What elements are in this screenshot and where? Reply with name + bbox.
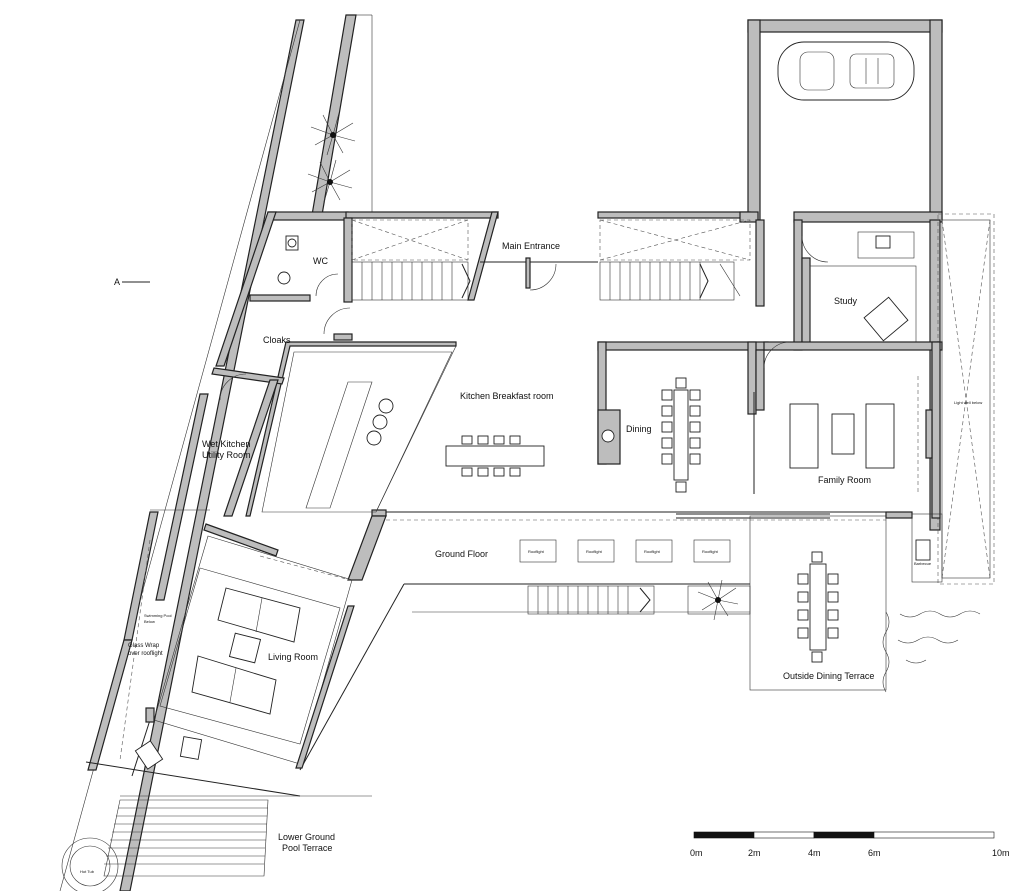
scale-tick-label: 6m (868, 848, 881, 858)
swimming-pool-label: Swimming Pool (144, 613, 172, 618)
scale-bar-labels: 0m 2m 4m 6m 10m (690, 848, 1010, 858)
ground-floor-label: Ground Floor (435, 549, 488, 559)
rooflights (519, 539, 731, 563)
glass-wrap-label-2: over rooflight (128, 651, 163, 657)
ground-floor-terrace (299, 511, 886, 771)
terrace-staircase (527, 585, 655, 615)
swimming-pool-label-2: Below (144, 619, 155, 624)
planting-area (882, 610, 981, 693)
family-room (755, 341, 943, 519)
main-entrance-label: Main Entrance (502, 241, 560, 251)
room-labels: A WC Main Entrance Cloaks Study Kitchen … (80, 241, 982, 874)
palm-tree-icon (307, 159, 353, 203)
car-icon (777, 41, 915, 101)
wet-kitchen-walls (150, 367, 285, 601)
section-marker-label: A (114, 277, 120, 287)
main-entrance-door (480, 257, 598, 291)
wc-label: WC (313, 256, 328, 266)
wet-kitchen-label: Wet Kitchen (202, 439, 250, 449)
sofa (191, 655, 277, 715)
entrance-walls (215, 211, 943, 367)
pool-terrace (61, 639, 372, 891)
breakfast-table (445, 435, 545, 477)
hot-tub (61, 837, 119, 891)
rooflight-label: Rooflight (702, 549, 719, 554)
palm-tree-icon (697, 579, 739, 621)
hot-tub-label: Hot Tub (80, 869, 95, 874)
lower-ground-label: Lower Ground (278, 832, 335, 842)
kitchen-island (261, 351, 453, 513)
scale-tick-label: 4m (808, 848, 821, 858)
scale-tick-label: 2m (748, 848, 761, 858)
void-markers (351, 219, 751, 261)
staircase-right (599, 261, 741, 301)
scale-tick-label: 0m (690, 848, 703, 858)
family-room-label: Family Room (818, 475, 871, 485)
cloaks-label: Cloaks (263, 335, 291, 345)
kitchen-label: Kitchen Breakfast room (460, 391, 554, 401)
scale-bar (693, 831, 995, 839)
utility-room-label: Utility Room (202, 450, 251, 460)
study-label: Study (834, 296, 858, 306)
outside-dining-label: Outside Dining Terrace (783, 671, 874, 681)
glass-wrap-label: Glass Wrap (128, 643, 160, 649)
dining-label: Dining (626, 424, 652, 434)
rooflight-label: Rooflight (644, 549, 661, 554)
study-room (801, 231, 917, 349)
scale-tick-label: 10m (992, 848, 1010, 858)
outside-dining-terrace (749, 511, 943, 691)
rooflight-label: Rooflight (586, 549, 603, 554)
sofa (217, 587, 301, 643)
barbecue-label: Barbecue (914, 561, 932, 566)
living-room-label: Living Room (268, 652, 318, 662)
lower-staircase (103, 799, 269, 877)
wc-fixtures (277, 235, 339, 297)
staircase-left (351, 211, 499, 301)
palm-tree-icon (310, 112, 356, 156)
living-room (119, 511, 355, 769)
pool-terrace-label: Pool Terrace (282, 843, 332, 853)
dining-room (597, 341, 769, 494)
rooflight-label: Rooflight (528, 549, 545, 554)
light-well-label: Light well below (954, 400, 982, 405)
garage (747, 19, 943, 221)
